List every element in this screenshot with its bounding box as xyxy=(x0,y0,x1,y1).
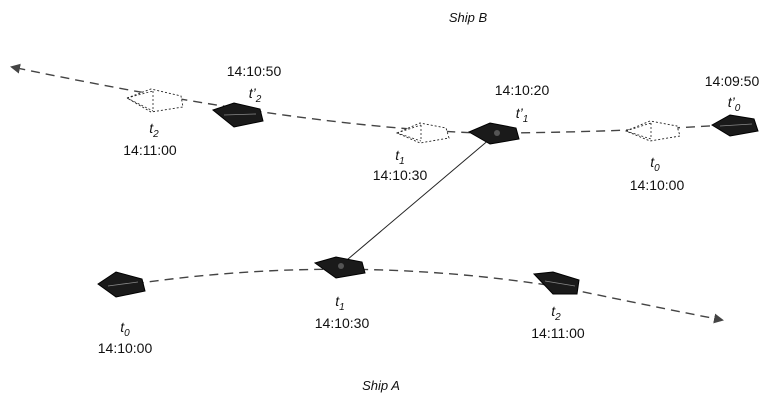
ship-a-time-t2: 14:11:00 xyxy=(531,325,585,341)
ship-b-time-tp0: 14:09:50 xyxy=(705,73,760,89)
ship-b-time-t2: 14:11:00 xyxy=(123,142,177,158)
line-of-sight xyxy=(340,132,498,266)
ship-a-solid-t1 xyxy=(313,256,366,279)
ship-b-label-t0: t0 xyxy=(650,154,660,174)
ship-a-solid-t0 xyxy=(97,271,146,298)
ship-a-title: Ship A xyxy=(362,378,400,393)
ship-b-label-tp0: t’0 xyxy=(728,94,741,114)
ship-b-label-t2: t2 xyxy=(149,120,159,140)
ship-b-time-tp2: 14:10:50 xyxy=(227,63,282,79)
ship-b-solid-tp1 xyxy=(467,122,520,145)
ship-b-label-tp1: t’1 xyxy=(516,105,529,125)
ship-b-time-t0: 14:10:00 xyxy=(630,177,685,193)
ship-b-track xyxy=(10,63,726,134)
ship-b-time-tp1: 14:10:20 xyxy=(495,82,550,98)
ship-b-label-t1: t1 xyxy=(395,147,404,167)
ship-a-label-t0: t0 xyxy=(120,319,130,339)
ship-b-ghost-t2 xyxy=(125,88,184,113)
ship-b-solid-tp0 xyxy=(711,114,759,137)
ship-b-ghost-t1 xyxy=(395,122,450,144)
ship-a-time-t1: 14:10:30 xyxy=(315,315,370,331)
ship-a-time-t0: 14:10:00 xyxy=(98,340,153,356)
ship-a-solid-t2 xyxy=(532,271,580,295)
ship-b-solid-tp2 xyxy=(211,102,264,128)
ship-b-time-t1: 14:10:30 xyxy=(373,167,428,183)
ship-a-label-t2: t2 xyxy=(551,303,561,323)
ship-b-title: Ship B xyxy=(449,10,488,25)
ship-a-label-t1: t1 xyxy=(335,293,344,313)
ship-a-track xyxy=(119,268,724,324)
ship-b-label-tp2: t’2 xyxy=(249,85,262,105)
ship-b-ghost-t0 xyxy=(624,120,681,142)
